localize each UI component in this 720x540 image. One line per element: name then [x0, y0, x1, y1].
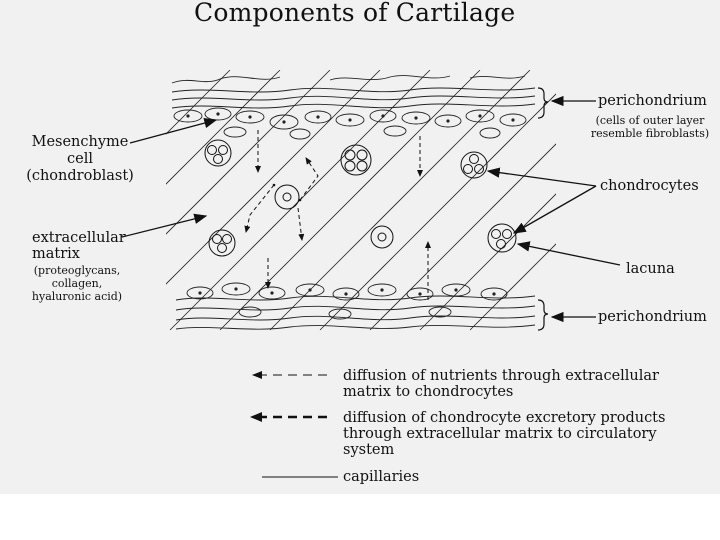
chondrocyte-group-2 [340, 144, 372, 176]
perichondrium-top-nuclei [186, 112, 515, 124]
label-perichondrium-note: (cells of outer layer resemble fibroblas… [590, 114, 710, 140]
diffusion-tails [272, 183, 302, 202]
diagram-panel [0, 0, 720, 494]
perichondrium-bottom-nuclei [198, 287, 496, 296]
perichondrium-bottom-brace [537, 299, 549, 331]
label-chondrocytes: chondrocytes [600, 178, 699, 194]
label-lacuna: lacuna [626, 261, 675, 277]
perichondrium-bottom-band [175, 282, 536, 330]
chondrocyte-single-2 [370, 225, 394, 249]
chondrocyte-group-1 [204, 139, 232, 167]
legend-excretory-diffusion-text: diffusion of chondrocyte excretory produ… [343, 410, 666, 458]
label-perichondrium-bottom: perichondrium [598, 309, 707, 325]
diagram-title: Components of Cartilage [194, 0, 516, 27]
diffusion-arrows [244, 130, 431, 300]
legend-capillaries-text: capillaries [343, 469, 420, 485]
label-mesenchyme: Mesenchyme cell (chondroblast) [26, 134, 134, 184]
label-perichondrium-top: perichondrium [598, 93, 707, 109]
perichondrium-top-band [171, 75, 536, 140]
chondrocyte-group-3 [460, 151, 488, 179]
label-matrix-composition: (proteoglycans, collagen, hyaluronic aci… [31, 264, 123, 303]
legend-symbols [250, 371, 338, 478]
chondrocyte-single-1 [274, 184, 300, 210]
chondrocyte-group-5 [487, 223, 517, 253]
legend-nutrient-diffusion-text: diffusion of nutrients through extracell… [343, 368, 659, 400]
perichondrium-top-brace [537, 87, 549, 119]
chondrocyte-group-4 [208, 229, 236, 257]
pointer-arrows [121, 95, 621, 323]
label-extracellular-matrix: extracellular matrix [32, 230, 126, 262]
